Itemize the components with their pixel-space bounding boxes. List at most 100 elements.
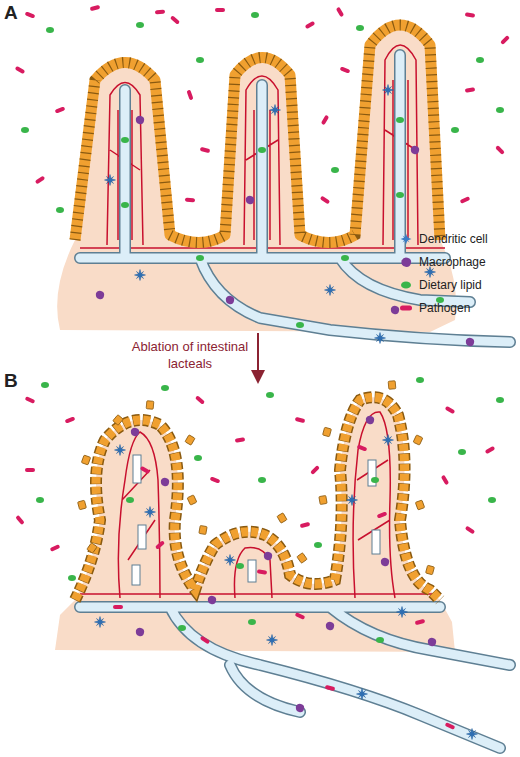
lipid-droplet bbox=[121, 137, 129, 143]
blood-capillaries bbox=[80, 412, 440, 598]
pathogen-particle bbox=[35, 175, 45, 184]
lacteal-fragment bbox=[248, 560, 256, 582]
pathogen-particle bbox=[210, 476, 221, 483]
detached-epithelial-cell bbox=[297, 553, 307, 564]
macrophage-cell bbox=[428, 638, 436, 646]
dendritic-cell bbox=[145, 507, 156, 518]
pathogen-particle bbox=[415, 619, 426, 625]
dendritic-cell bbox=[375, 333, 386, 344]
dendritic-cell bbox=[357, 689, 368, 700]
lipid-droplet bbox=[451, 127, 459, 133]
dendritic-cell bbox=[115, 445, 126, 456]
legend-swatch bbox=[400, 306, 412, 311]
lipid-droplet bbox=[136, 22, 144, 28]
pathogen-particle bbox=[310, 465, 320, 475]
pathogen-particle bbox=[445, 722, 456, 730]
pathogen-particle bbox=[200, 147, 211, 153]
pathogen-particle bbox=[25, 468, 35, 472]
dendritic-cell bbox=[95, 617, 106, 628]
detached-epithelial-cell bbox=[323, 427, 332, 437]
legend-row: Macrophage bbox=[398, 255, 486, 269]
legend-row: Pathogen bbox=[398, 301, 470, 315]
macrophage-cell bbox=[381, 558, 389, 566]
pathogen-particle bbox=[186, 90, 193, 101]
lipid-droplet bbox=[46, 27, 54, 33]
macrophage-cell bbox=[208, 596, 216, 604]
pathogen-particle bbox=[15, 515, 24, 525]
detached-epithelial-cell bbox=[388, 381, 396, 390]
legend-swatch-box bbox=[398, 302, 414, 314]
macrophage-cell bbox=[246, 196, 254, 204]
pathogen-particle bbox=[377, 511, 388, 518]
lipid-droplet bbox=[341, 255, 349, 261]
pathogen-particle bbox=[295, 612, 306, 620]
dendritic-cell bbox=[135, 270, 146, 281]
pathogen-particle bbox=[340, 66, 351, 73]
lipid-droplet bbox=[36, 497, 44, 503]
pathogen-particle bbox=[200, 635, 210, 644]
dendritic-cell bbox=[270, 105, 281, 116]
macrophage-cell bbox=[411, 146, 419, 154]
lipid-droplet bbox=[296, 322, 304, 328]
detached-epithelial-cell bbox=[78, 500, 87, 510]
epithelial-cell-borders bbox=[75, 25, 440, 243]
macrophage-cell bbox=[391, 306, 399, 314]
lipid-droplet bbox=[356, 25, 364, 31]
detached-epithelial-cell bbox=[87, 543, 97, 554]
lipid-droplet bbox=[56, 207, 64, 213]
epithelium bbox=[75, 25, 440, 243]
detached-epithelial-cell bbox=[81, 455, 90, 465]
lipid-droplet bbox=[178, 625, 186, 631]
lipid-droplet bbox=[121, 202, 129, 208]
pathogen-particle bbox=[495, 145, 505, 155]
lipid-droplet bbox=[251, 12, 259, 18]
detached-epithelial-cell bbox=[413, 435, 423, 445]
pathogen-particle bbox=[55, 106, 66, 113]
pathogen-particle bbox=[90, 5, 101, 11]
pathogen-particle bbox=[15, 66, 26, 74]
pathogen-particle bbox=[460, 196, 471, 204]
pathogen-particle bbox=[445, 406, 456, 414]
lipid-droplet bbox=[258, 147, 266, 153]
lipid-droplet bbox=[41, 382, 49, 388]
lipid-droplet bbox=[396, 192, 404, 198]
dendritic-cell bbox=[383, 435, 394, 446]
detached-epithelial-cell bbox=[199, 525, 207, 534]
pathogen-particle bbox=[320, 195, 330, 204]
lipid-droplet bbox=[458, 449, 466, 455]
legend-swatch bbox=[401, 281, 411, 288]
lipid-droplet bbox=[266, 392, 274, 398]
macrophage-cell bbox=[136, 116, 144, 124]
macrophage-cell bbox=[136, 628, 144, 636]
legend-text: Macrophage bbox=[419, 255, 486, 269]
lipid-droplet bbox=[371, 477, 379, 483]
panel-letter: A bbox=[4, 2, 28, 24]
macrophage-cell bbox=[466, 338, 474, 346]
lipid-droplet bbox=[161, 385, 169, 391]
lipid-droplet bbox=[126, 497, 134, 503]
legend-swatch-box bbox=[398, 279, 414, 291]
macrophage-cell bbox=[226, 296, 234, 304]
transition-arrow bbox=[257, 333, 259, 372]
pathogen-particle bbox=[155, 540, 165, 549]
detached-epithelial-cell bbox=[277, 513, 287, 523]
epithelium bbox=[75, 397, 440, 600]
pathogen-particle bbox=[485, 446, 496, 454]
detached-epithelial-cell bbox=[146, 401, 154, 410]
lipid-droplet bbox=[248, 619, 256, 625]
lipid-droplet bbox=[194, 455, 202, 461]
pathogen-particle bbox=[235, 437, 246, 443]
legend-text: Pathogen bbox=[419, 301, 470, 315]
detached-epithelial-cell bbox=[415, 500, 424, 510]
pathogen-particle bbox=[215, 8, 225, 12]
epithelial-cell-borders bbox=[75, 397, 440, 600]
lipid-droplet bbox=[21, 127, 29, 133]
pathogen-particle bbox=[185, 198, 195, 203]
macrophage-cell bbox=[296, 704, 304, 712]
lipid-droplet bbox=[376, 637, 384, 643]
lacteal-fragment bbox=[138, 525, 146, 549]
lipid-droplet bbox=[476, 57, 484, 63]
macrophage-cell bbox=[161, 478, 169, 486]
